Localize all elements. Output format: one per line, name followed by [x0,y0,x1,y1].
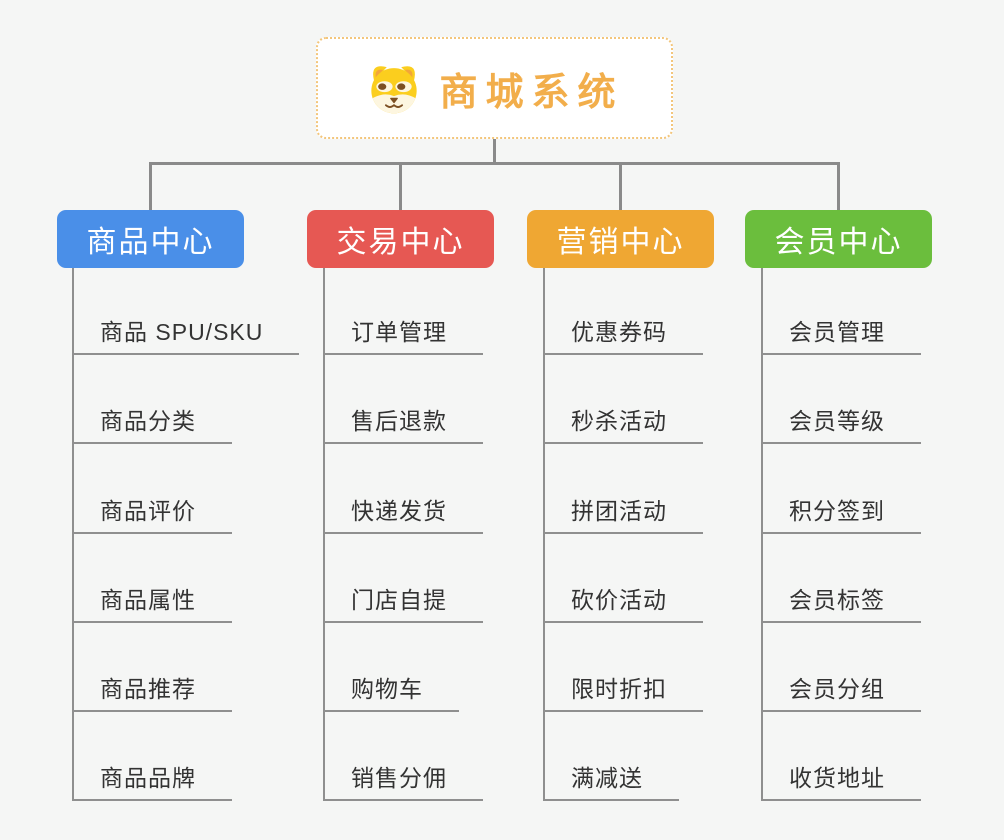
leaf-topic-3-5[interactable]: 收货地址 [761,763,921,801]
leaf-topic-2-5[interactable]: 满减送 [543,763,679,801]
leaf-topic-1-2[interactable]: 快递发货 [323,496,483,534]
leaf-topic-2-2[interactable]: 拼团活动 [543,496,703,534]
leaf-topic-3-0[interactable]: 会员管理 [761,317,921,355]
leaf-topic-2-1[interactable]: 秒杀活动 [543,406,703,444]
leaf-topic-3-2[interactable]: 积分签到 [761,496,921,534]
root-topic[interactable]: 商城系统 [316,37,673,139]
branch-topic-product-center[interactable]: 商品中心 [57,210,244,268]
leaf-topic-1-0[interactable]: 订单管理 [323,317,483,355]
leaf-topic-1-5[interactable]: 销售分佣 [323,763,483,801]
leaf-topic-0-4[interactable]: 商品推荐 [72,674,232,712]
leaf-topic-0-2[interactable]: 商品评价 [72,496,232,534]
leaf-topic-1-3[interactable]: 门店自提 [323,585,483,623]
leaf-topic-3-3[interactable]: 会员标签 [761,585,921,623]
leaf-topic-2-0[interactable]: 优惠券码 [543,317,703,355]
leaf-topic-2-4[interactable]: 限时折扣 [543,674,703,712]
branch-topic-member-center[interactable]: 会员中心 [745,210,932,268]
leaf-topic-3-1[interactable]: 会员等级 [761,406,921,444]
root-topic-label: 商城系统 [439,71,624,114]
leaf-topic-0-3[interactable]: 商品属性 [72,585,232,623]
leaf-topic-1-1[interactable]: 售后退款 [323,406,483,444]
leaf-topic-2-3[interactable]: 砍价活动 [543,585,703,623]
dog-face-icon [365,58,423,118]
leaf-topic-0-0[interactable]: 商品 SPU/SKU [72,317,300,355]
leaf-topic-3-4[interactable]: 会员分组 [761,674,921,712]
leaf-topic-0-1[interactable]: 商品分类 [72,406,232,444]
leaf-topic-0-5[interactable]: 商品品牌 [72,763,232,801]
branch-topic-marketing-center[interactable]: 营销中心 [527,210,714,268]
branch-topic-trade-center[interactable]: 交易中心 [307,210,494,268]
leaf-topic-1-4[interactable]: 购物车 [323,674,459,712]
